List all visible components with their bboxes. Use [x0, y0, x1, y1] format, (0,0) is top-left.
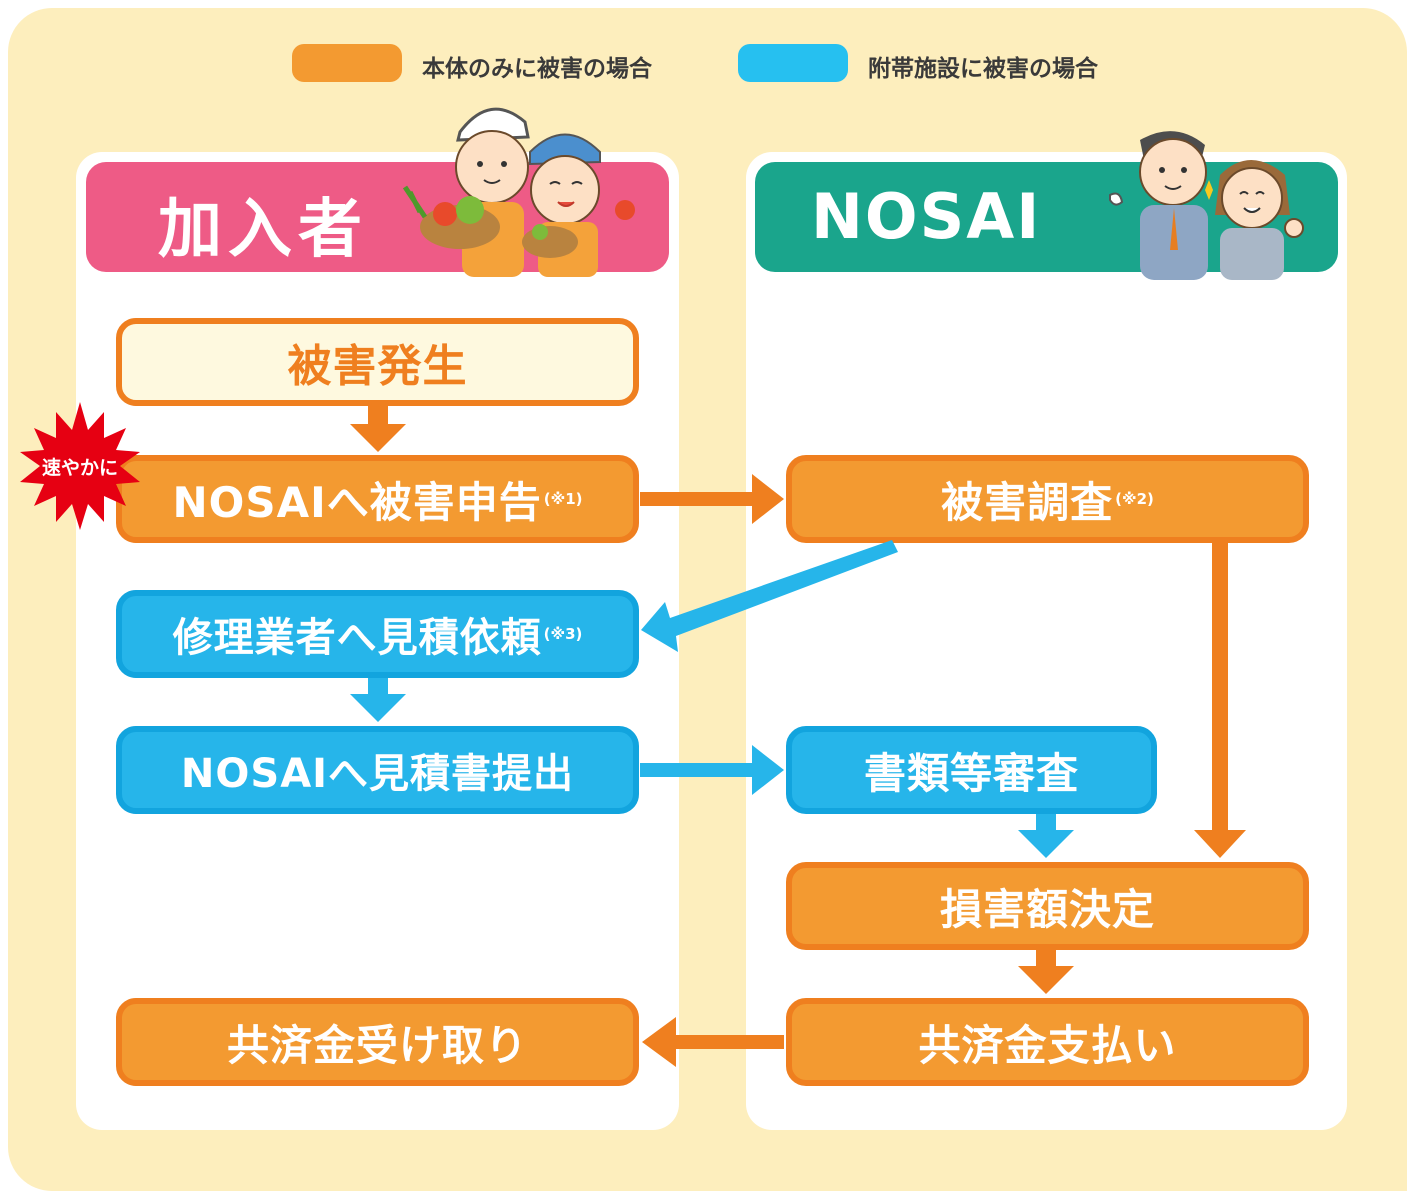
legend-swatch-facility	[738, 44, 848, 82]
step-report-to-nosai: NOSAIへ被害申告(※1)	[116, 455, 639, 543]
nosai-staff-illustration	[1109, 131, 1304, 280]
step-estimate-request-note: (※3)	[543, 625, 583, 643]
step-receive-payout: 共済金受け取り	[116, 998, 639, 1086]
legend-label-facility: 附帯施設に被害の場合	[868, 56, 1098, 82]
step-payout: 共済金支払い	[786, 998, 1309, 1086]
legend-swatch-body-only	[292, 44, 402, 82]
urgent-badge-burst	[20, 402, 140, 530]
step-receive-payout-label: 共済金受け取り	[226, 1020, 528, 1070]
arrow-review-to-decision	[1018, 814, 1074, 858]
arrow-estimate-request-to-submit	[350, 678, 406, 722]
nosai-header-title: NOSAI	[811, 180, 1042, 253]
arrow-survey-to-estimate	[641, 540, 898, 652]
arrow-payout-to-receive	[642, 1017, 784, 1067]
step-document-review: 書類等審査	[786, 726, 1157, 814]
arrow-damage-to-report	[350, 406, 406, 452]
step-damage-occurs-label: 被害発生	[287, 341, 468, 392]
step-damage-survey: 被害調査(※2)	[786, 455, 1309, 543]
step-survey-note: (※2)	[1115, 490, 1154, 508]
step-loss-decision: 損害額決定	[786, 862, 1309, 950]
step-estimate-request: 修理業者へ見積依頼(※3)	[116, 590, 639, 678]
urgent-badge-label: 速やかに	[42, 456, 118, 479]
step-estimate-submit: NOSAIへ見積書提出	[116, 726, 639, 814]
step-estimate-request-label: 修理業者へ見積依頼	[172, 615, 542, 661]
step-report-note: (※1)	[543, 490, 583, 508]
step-report-to-nosai-label: NOSAIへ被害申告	[172, 477, 542, 527]
arrow-submit-to-review	[640, 745, 784, 795]
arrow-decision-to-payout	[1018, 950, 1074, 994]
arrow-survey-to-decision	[1194, 543, 1246, 858]
step-loss-decision-label: 損害額決定	[939, 884, 1155, 934]
step-document-review-label: 書類等審査	[863, 748, 1079, 798]
member-header-title: 加入者	[158, 193, 368, 267]
step-damage-occurs: 被害発生	[116, 318, 639, 406]
step-payout-label: 共済金支払い	[918, 1020, 1177, 1070]
step-damage-survey-label: 被害調査	[941, 477, 1114, 527]
farmer-couple-illustration	[402, 107, 635, 277]
step-estimate-submit-label: NOSAIへ見積書提出	[180, 751, 575, 797]
legend-label-body-only: 本体のみに被害の場合	[422, 56, 652, 82]
arrow-report-to-survey	[640, 474, 784, 524]
